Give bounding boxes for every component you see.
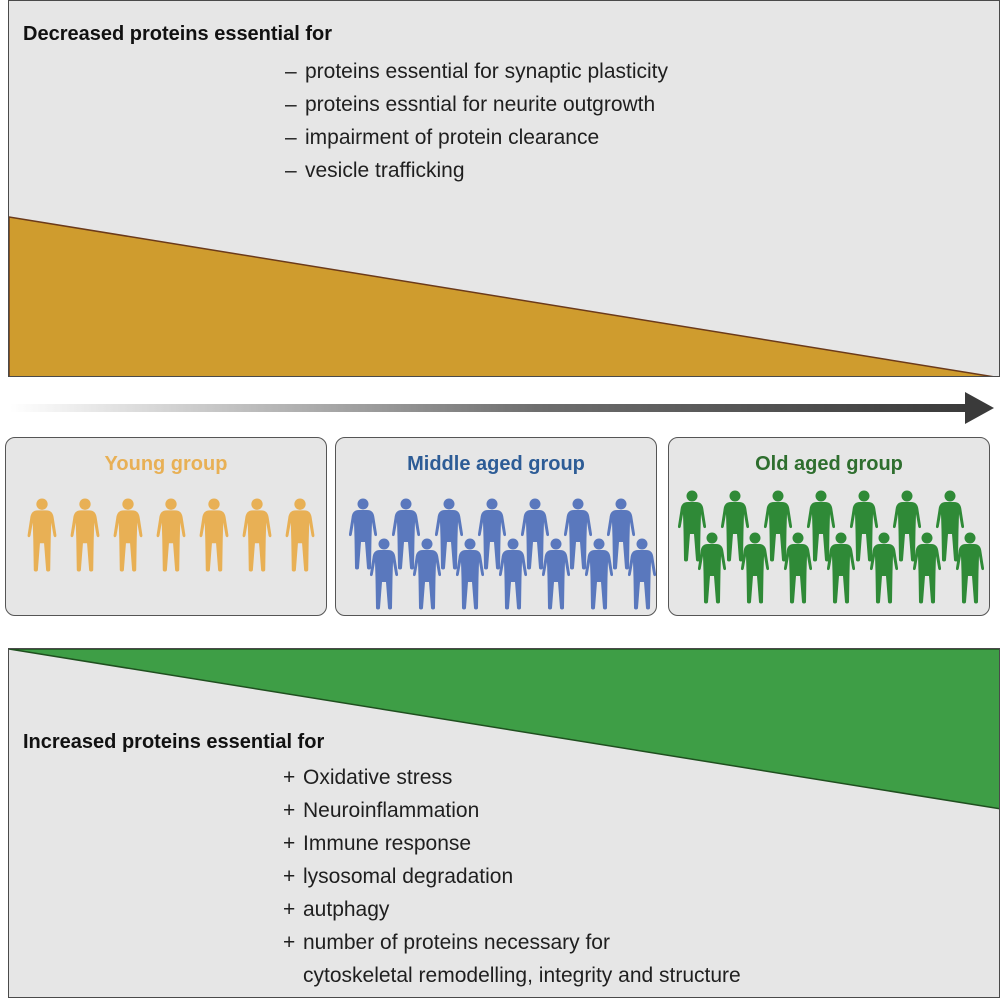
young-group-box: Young group [5,437,327,616]
decreased-heading: Decreased proteins essential for [23,23,333,45]
increasing-wedge [9,649,999,810]
decreased-list: –proteins essential for synaptic plastic… [285,55,668,187]
human-figure-icon [606,498,636,570]
list-item: +Oxidative stress [283,766,453,789]
human-figure-icon [27,498,57,572]
increased-proteins-panel: Increased proteins essential for +Oxidat… [8,648,1000,998]
human-figure-icon [912,532,942,604]
young-figures [27,498,315,572]
human-figure-icon [935,490,965,562]
human-figure-icon [369,538,399,610]
middle-aged-group-box: Middle aged group [335,437,657,616]
human-figure-icon [740,532,770,604]
human-figure-icon [563,498,593,570]
human-figure-icon [892,490,922,562]
human-figure-icon [242,498,272,572]
human-figure-icon [348,498,378,570]
human-figure-icon [677,490,707,562]
human-figure-icon [806,490,836,562]
list-item: +Immune response [283,832,472,855]
human-figure-icon [697,532,727,604]
list-item: –proteins essential for synaptic plastic… [285,60,668,83]
middle-aged-figures [348,498,656,610]
human-figure-icon [869,532,899,604]
old-aged-figures [677,490,985,604]
human-figure-icon [541,538,571,610]
human-figure-icon [584,538,614,610]
human-figure-icon [627,538,656,610]
human-figure-icon [455,538,485,610]
list-item: –vesicle trafficking [285,159,465,182]
list-item: –impairment of protein clearance [285,126,600,149]
human-figure-icon [412,538,442,610]
human-figure-icon [720,490,750,562]
decreased-proteins-panel: Decreased proteins essential for –protei… [8,0,1000,377]
human-figure-icon [520,498,550,570]
group-title-old: Old aged group [755,453,903,475]
list-item: +Neuroinflammation [283,799,480,822]
human-figure-icon [199,498,229,572]
list-item: –proteins essntial for neurite outgrowth [285,93,656,116]
group-title-middle: Middle aged group [407,453,585,475]
group-title-young: Young group [104,453,228,475]
human-figure-icon [763,490,793,562]
arrow-right-icon [10,392,994,424]
human-figure-icon [285,498,315,572]
increased-heading: Increased proteins essential for [23,731,325,753]
human-figure-icon [391,498,421,570]
human-figure-icon [955,532,985,604]
human-figure-icon [113,498,143,572]
list-item: +lysosomal degradation [283,865,514,888]
human-figure-icon [156,498,186,572]
human-figure-icon [783,532,813,604]
human-figure-icon [70,498,100,572]
human-figure-icon [477,498,507,570]
increased-list: +Oxidative stress +Neuroinflammation +Im… [283,761,741,992]
decreasing-wedge [9,216,994,376]
old-aged-group-box: Old aged group [668,437,990,616]
human-figure-icon [826,532,856,604]
human-figure-icon [434,498,464,570]
human-figure-icon [498,538,528,610]
list-item: +autphagy [283,898,390,921]
human-figure-icon [849,490,879,562]
